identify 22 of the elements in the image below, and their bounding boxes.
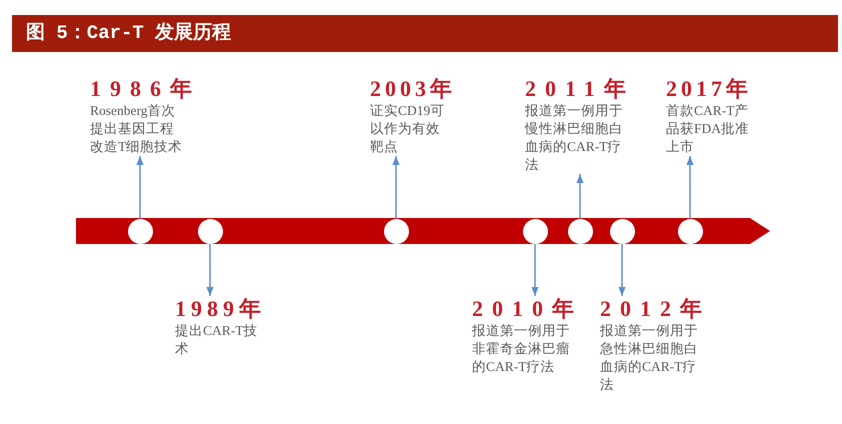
event-description: 报道第一例用于急性淋巴细胞白血病的CAR-T疗法 <box>600 322 699 394</box>
event-description: 报道第一例用于非霍奇金淋巴瘤的CAR-T疗法 <box>472 322 571 376</box>
year-heading: 2003年 <box>370 76 456 102</box>
title-banner: 图 5：Car-T 发展历程 <box>12 15 838 52</box>
arrow <box>392 156 400 218</box>
event-description: 证实CD19可以作为有效靶点 <box>370 102 446 156</box>
year-heading: 1989年 <box>175 296 266 322</box>
year-heading: 2012年 <box>600 296 711 322</box>
arrow <box>136 156 144 218</box>
event-description: Rosenberg首次提出基因工程改造T细胞技术 <box>90 102 184 156</box>
arrow <box>686 156 694 218</box>
year-heading: 2011年 <box>525 76 635 102</box>
arrow <box>206 244 214 296</box>
year-heading: 2010年 <box>472 296 583 322</box>
arrow <box>576 174 584 218</box>
arrow <box>531 244 539 296</box>
event-description: 报道第一例用于慢性淋巴细胞白血病的CAR-T疗法 <box>525 102 624 174</box>
year-heading: 1986年 <box>90 76 201 102</box>
arrow <box>618 244 626 296</box>
year-heading: 2017年 <box>666 76 752 102</box>
event-description: 首款CAR-T产品获FDA批准上市 <box>666 102 750 156</box>
event-description: 提出CAR-T技术 <box>175 322 258 358</box>
